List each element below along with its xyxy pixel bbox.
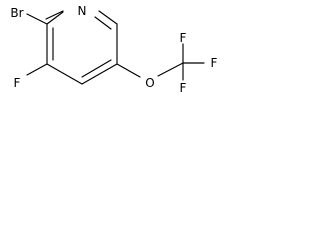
atom-label-f-ring: F xyxy=(14,76,21,90)
chemical-structure-diagram: Br N F O F F F xyxy=(10,4,217,95)
bond-c3-f xyxy=(26,63,48,76)
atom-labels: Br N F O F F F xyxy=(10,4,217,95)
substituent-bonds xyxy=(26,13,205,81)
bond-o-cf3 xyxy=(157,62,184,77)
atom-label-n: N xyxy=(78,4,87,18)
atom-label-f-top: F xyxy=(180,31,187,45)
atom-label-f-right: F xyxy=(211,56,218,70)
atom-label-f-bottom: F xyxy=(180,81,187,95)
bond-c2-ring-top xyxy=(46,11,64,25)
atom-label-o: O xyxy=(145,76,154,90)
bond-c2-br xyxy=(26,13,48,25)
bond-c5-o xyxy=(116,63,141,78)
bond-c4-c3 xyxy=(46,63,83,85)
bond-c2-n xyxy=(45,10,64,20)
bond-n-c6 xyxy=(98,10,118,25)
bond-c5-c4 xyxy=(81,63,118,85)
bond-c5-c4-inner xyxy=(81,59,112,78)
bond-n-c6-inner xyxy=(94,16,112,30)
pyridine-ring xyxy=(45,10,118,85)
atom-label-br: Br xyxy=(10,6,23,20)
